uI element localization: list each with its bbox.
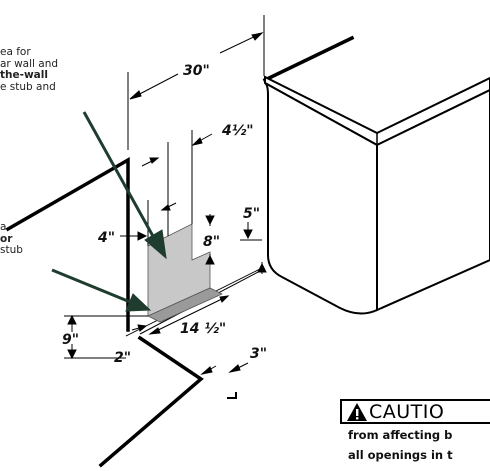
leader-arrow-lower-head [125, 293, 152, 312]
caution-word: CAUTIO [369, 400, 445, 423]
right-wall-outline [227, 392, 237, 399]
arrow-14-5-left [148, 327, 161, 335]
label-5: 5" [243, 206, 260, 222]
label-4: 4" [97, 230, 115, 246]
arrow-2 [137, 324, 148, 332]
upper-note-line-4: e stub and [0, 80, 56, 93]
label-3: 3" [250, 346, 267, 362]
leader-arrow-upper-head [144, 229, 167, 260]
arrow-4-left [149, 157, 160, 164]
upper-note: ea for ar wall and the-wall e stub and [0, 46, 59, 93]
lower-note-line-3: stub [0, 244, 23, 256]
caution-box: CAUTIO [340, 399, 490, 424]
label-2: 2" [114, 350, 131, 366]
arrow-9-top [67, 314, 77, 325]
leader-arrow-upper-line [82, 111, 156, 239]
appliance-side [264, 82, 378, 315]
floor-corner-outline [98, 335, 204, 468]
leader-arrow-lower-line [51, 268, 131, 304]
arrow-5-top [243, 229, 253, 240]
arrow-8-top [205, 215, 215, 226]
shaded-floor-area [147, 287, 223, 323]
walls [5, 35, 355, 468]
arrow-4 [137, 231, 148, 241]
label-4-5: 4½" [221, 123, 254, 139]
left-wall-outline [5, 156, 130, 332]
upper-note-line-1: ea for [0, 46, 31, 58]
arrow-9-bottom [67, 349, 77, 360]
arrow-30-left [129, 90, 142, 100]
warning-triangle-icon [347, 402, 367, 421]
arrow-8-bottom [205, 254, 215, 265]
caution-text-line-1: from affecting b [348, 428, 453, 442]
arrow-14-5-right [219, 295, 230, 303]
lower-note-line-1: a [0, 221, 7, 233]
appliance-box [264, 75, 490, 315]
label-9: 9" [62, 332, 79, 348]
leader-arrows [51, 111, 167, 312]
arrow-3-right [228, 364, 241, 373]
dimension-lines [64, 15, 267, 375]
dimension-labels: 30" 4½" 5" 4" 8" 9" 14 ½" 2" 3" [62, 63, 267, 366]
label-30: 30" [183, 63, 210, 79]
arrow-30-right [251, 32, 264, 41]
caution-text-line-2: all openings in t [348, 448, 453, 462]
arrow-4-5 [191, 137, 203, 146]
label-14-5: 14 ½" [180, 321, 226, 337]
rear-wall-top-line [262, 35, 355, 83]
upper-note-line-3: the-wall [0, 69, 48, 81]
lower-note-line-2: or [0, 232, 13, 245]
arrow-3-left [200, 366, 213, 375]
upper-note-line-2: ar wall and [0, 57, 59, 70]
arrow-4-right [160, 204, 171, 211]
lower-note: a or stub [0, 221, 23, 257]
appliance-front [376, 88, 490, 312]
label-8: 8" [203, 234, 220, 250]
arrow-5-bottom [257, 262, 267, 273]
dim-14-5-line [149, 295, 229, 335]
